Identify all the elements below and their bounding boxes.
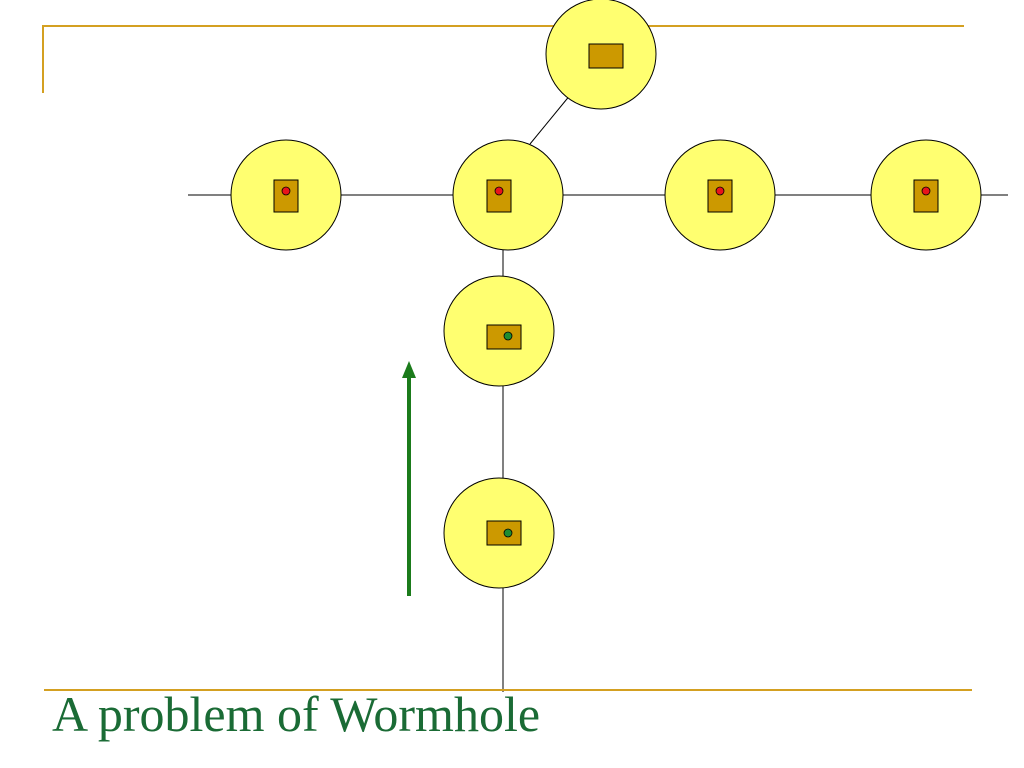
buffer-box [707, 179, 733, 213]
buffer-box [913, 179, 939, 213]
network-nodes [230, 0, 982, 589]
router-node [870, 139, 982, 251]
blocked-flit-dot [715, 186, 725, 196]
network-links [188, 93, 1008, 692]
arrow-head [402, 361, 416, 378]
router-node [452, 139, 564, 251]
router-node [230, 139, 342, 251]
router-node [545, 0, 657, 110]
header-rule [42, 25, 964, 93]
buffer-box [273, 179, 299, 213]
blocked-flit-dot [921, 186, 931, 196]
link-junction-top [529, 93, 572, 145]
blocked-flit-dot [494, 186, 504, 196]
buffer-box [486, 179, 512, 213]
router-node [443, 477, 555, 589]
moving-flit-dot [503, 331, 513, 341]
router-node [664, 139, 776, 251]
router-node [443, 275, 555, 387]
slide-title: A problem of Wormhole [52, 686, 541, 742]
buffer-box [588, 43, 624, 69]
up-arrow-icon [402, 361, 416, 596]
blocked-flit-dot [281, 186, 291, 196]
moving-flit-dot [503, 528, 513, 538]
